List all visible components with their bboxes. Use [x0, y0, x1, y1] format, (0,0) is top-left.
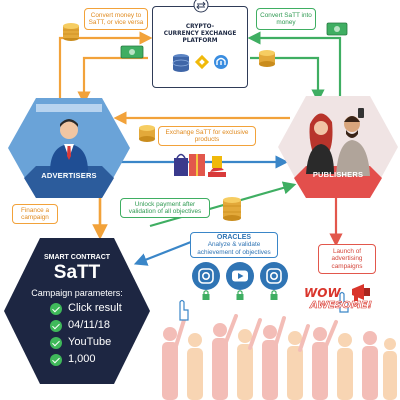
- platform-title-line2: CURRENCY EXCHANGE: [163, 31, 237, 37]
- money-bill-icon: [326, 22, 348, 36]
- crowd-illustration: [162, 291, 397, 400]
- platform-title-line3: PLATFORM: [182, 38, 218, 44]
- binance-icon: [194, 54, 210, 70]
- check-icon: [50, 320, 62, 332]
- megaphone-icon: [352, 284, 370, 301]
- publishers-label: PUBLISHERS: [312, 170, 364, 179]
- label-exchange-products: Exchange SaTT for exclusive products: [158, 126, 256, 146]
- label-launch-campaigns: Launch of advertising campaigns: [318, 244, 376, 274]
- publishers-hexagon: [278, 96, 398, 198]
- label-unlock-payment: Unlock payment after validation of all o…: [120, 198, 210, 218]
- label-launch-campaigns-text: Launch of advertising campaigns: [331, 247, 363, 270]
- products-gift-icon: [174, 153, 226, 177]
- check-icon: [50, 354, 62, 366]
- coin-stack-icon: [223, 197, 241, 221]
- label-finance-campaign: Finance a campaign: [12, 204, 58, 224]
- contract-param-target: 1,000: [68, 353, 96, 365]
- smart-contract-hexagon: [4, 238, 150, 384]
- lock-icon: [202, 290, 210, 300]
- oracles-subtitle: Analyze & validate achievement of object…: [197, 241, 271, 256]
- kraken-icon: [214, 55, 228, 69]
- instagram-icon: [260, 262, 288, 290]
- oracle-social-icons: [192, 262, 288, 300]
- contract-param-date: 04/11/18: [68, 319, 111, 331]
- label-exchange-products-text: Exchange SaTT for exclusive products: [165, 128, 249, 143]
- crypto-exchange-platform: CRYPTO- CURRENCY EXCHANGE PLATFORM: [152, 0, 248, 88]
- advertisers-hexagon: [8, 98, 130, 198]
- lock-icon: [236, 290, 244, 300]
- label-oracles: ORACLES Analyze & validate achievement o…: [190, 232, 278, 258]
- hand-pointer-icon: [179, 291, 349, 321]
- exchange-logos: [172, 54, 228, 72]
- awesome-text: AWESOME!: [310, 300, 373, 312]
- check-icon: [50, 337, 62, 349]
- influencer-woman-figure: [306, 113, 334, 174]
- money-stack-icon: [120, 45, 144, 59]
- label-convert-to-money: Convert SaTT into money: [256, 8, 316, 30]
- wow-text: WOW: [304, 286, 341, 300]
- arrow-contract-to-pub: [149, 181, 297, 228]
- label-convert-to-money-text: Convert SaTT into money: [260, 11, 312, 26]
- contract-kicker: SMART CONTRACT: [43, 254, 111, 261]
- contract-param-result: Click result: [68, 302, 122, 314]
- arrow-oracles-to-contract: [133, 238, 197, 266]
- coin-stack-icon: [139, 125, 155, 142]
- arrow-adv-to-platform: [58, 31, 153, 100]
- label-finance-campaign-text: Finance a campaign: [20, 206, 50, 221]
- exchange-icon: [193, 0, 209, 13]
- arrow-pub-to-platform: [247, 31, 342, 100]
- check-icon: [50, 303, 62, 315]
- platform-title: CRYPTO- CURRENCY EXCHANGE PLATFORM: [153, 24, 247, 45]
- label-convert-to-satt-text: Convert money to SaTT, or vice versa: [88, 11, 144, 26]
- coin-stack-icon: [63, 23, 79, 41]
- instagram-icon: [192, 262, 220, 290]
- contract-param-platform: YouTube: [68, 336, 112, 348]
- label-unlock-payment-text: Unlock payment after validation of all o…: [128, 200, 202, 215]
- advertisers-label: ADVERTISERS: [41, 171, 97, 180]
- influencer-man-figure: [336, 108, 370, 176]
- database-icon: [172, 54, 190, 72]
- contract-params-heading: Campaign parameters:: [31, 288, 123, 298]
- label-convert-to-satt: Convert money to SaTT, or vice versa: [84, 8, 148, 30]
- oracles-title: ORACLES: [216, 233, 252, 241]
- coin-stack-icon: [259, 50, 275, 67]
- platform-title-line1: CRYPTO-: [185, 24, 215, 30]
- contract-title: SaTT: [53, 262, 101, 283]
- businessman-figure: [50, 119, 88, 172]
- lock-icon: [270, 290, 278, 300]
- youtube-icon: [226, 262, 254, 290]
- arrow-platform-to-adv: [77, 56, 148, 105]
